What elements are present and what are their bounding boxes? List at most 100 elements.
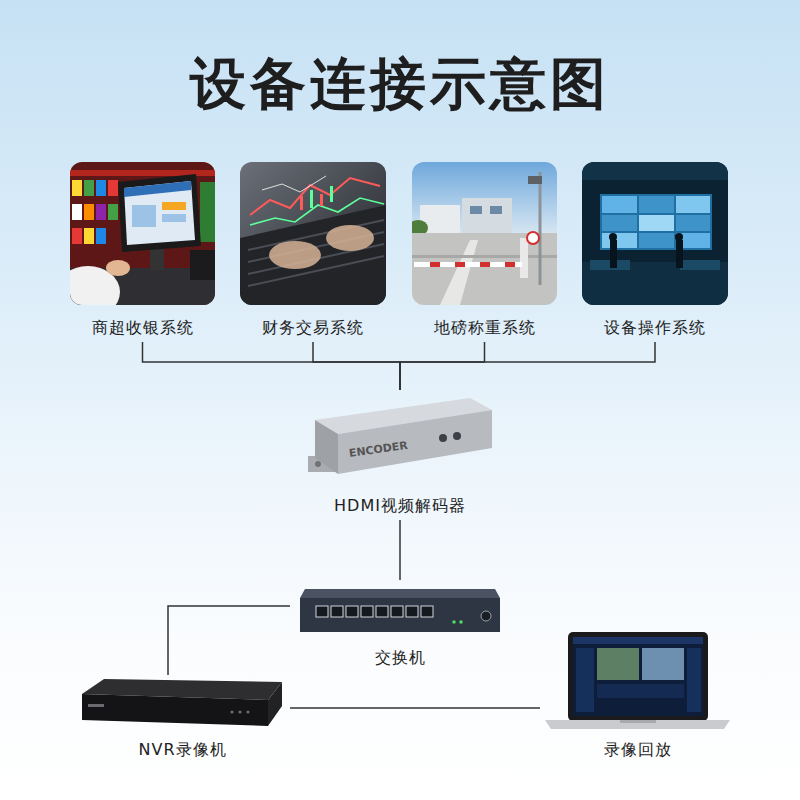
finance-photo — [310, 190, 313, 208]
finance-photo — [320, 194, 323, 206]
node-label: 录像回放 — [604, 740, 672, 764]
weighbridge-photo — [505, 262, 515, 267]
supermarket-photo — [108, 180, 118, 196]
supermarket-photo — [162, 214, 186, 222]
weighbridge-photo — [527, 232, 539, 244]
node-label: 财务交易系统 — [262, 318, 364, 342]
weighbridge-photo — [490, 206, 502, 214]
node-label: NVR录像机 — [138, 740, 226, 764]
finance-photo — [240, 162, 386, 305]
switch-device — [300, 598, 500, 632]
system-card: 商超收银系统 — [70, 162, 215, 342]
system-card: 地磅称重系统 — [412, 162, 557, 342]
weighbridge-photo — [470, 206, 482, 214]
laptop-playback — [597, 684, 684, 698]
weighbridge-photo — [455, 262, 465, 267]
weighbridge-photo — [412, 233, 557, 305]
switch-device — [331, 606, 343, 617]
weighbridge-photo — [539, 172, 542, 285]
node-label: 交换机 — [375, 648, 426, 672]
finance-photo — [240, 205, 386, 305]
control-room-photo — [676, 240, 683, 268]
laptop-playback — [545, 720, 730, 729]
nvr-device — [82, 694, 268, 726]
decoder-device — [439, 434, 447, 442]
weighbridge-photo — [528, 176, 542, 184]
finance-photo — [262, 176, 326, 192]
supermarket-photo — [96, 180, 106, 196]
control-room-photo — [609, 233, 617, 241]
connector-line — [290, 707, 540, 709]
switch-device — [481, 611, 491, 621]
supermarket-photo — [96, 228, 106, 244]
decoder-device — [315, 420, 338, 474]
switch-node: 交换机 — [290, 580, 510, 672]
nvr-device — [268, 682, 282, 726]
switch-device — [452, 620, 456, 624]
control-room-photo — [675, 233, 683, 241]
diagram-title: 设备连接示意图 — [0, 50, 800, 118]
supermarket-photo — [84, 228, 94, 244]
weighbridge-photo — [462, 198, 512, 233]
control-room-photo — [610, 240, 617, 268]
control-room-photo — [676, 196, 710, 213]
supermarket-photo — [84, 204, 94, 220]
control-room-photo — [676, 215, 710, 231]
laptop-playback — [573, 637, 703, 644]
supermarket-photo — [162, 202, 186, 210]
switch-device — [459, 620, 463, 624]
laptop-playback — [597, 648, 639, 680]
connector-line — [143, 342, 401, 390]
switch-device — [361, 606, 373, 617]
finance-photo — [300, 196, 303, 210]
finance-photo — [240, 162, 386, 305]
switch-device — [391, 606, 403, 617]
weighbridge-photo — [430, 262, 440, 267]
control-room-photo — [582, 162, 728, 305]
nvr-device — [82, 679, 282, 726]
weighbridge-photo — [412, 255, 557, 258]
supermarket-photo — [72, 180, 82, 196]
nvr-device — [246, 710, 249, 713]
node-label: 地磅称重系统 — [434, 318, 536, 342]
switch-device — [421, 606, 433, 617]
nvr-device — [230, 710, 233, 713]
node-label: HDMI视频解码器 — [334, 496, 466, 520]
supermarket-photo — [108, 204, 118, 220]
connector-line — [168, 606, 290, 675]
finance-photo — [250, 178, 380, 215]
weighbridge-photo — [414, 262, 522, 267]
switch-device — [376, 606, 388, 617]
switch-device — [316, 606, 328, 617]
laptop-playback — [620, 720, 656, 723]
control-room-photo — [639, 196, 674, 213]
laptop-playback — [545, 632, 730, 729]
finance-photo — [248, 220, 384, 250]
decoder-device — [315, 461, 321, 467]
control-room-photo — [639, 233, 674, 248]
connector-line — [400, 342, 485, 390]
supermarket-photo — [200, 182, 215, 242]
switch-device — [300, 589, 500, 632]
weighbridge-photo — [440, 240, 478, 305]
laptop-playback — [687, 648, 701, 712]
supermarket-photo — [70, 162, 215, 305]
supermarket-photo — [124, 181, 191, 197]
connector-line — [313, 342, 400, 390]
weighbridge-photo — [412, 162, 557, 237]
supermarket-photo — [132, 205, 156, 227]
node-label: 设备操作系统 — [604, 318, 706, 342]
decoder-device — [308, 398, 492, 474]
laptop-playback — [576, 648, 594, 712]
laptop-playback — [568, 632, 708, 721]
supermarket-photo — [124, 181, 195, 245]
switch-device — [346, 606, 358, 617]
supermarket-photo — [96, 204, 106, 220]
connector-line — [399, 520, 401, 580]
finance-photo — [269, 241, 321, 269]
decoder-node: HDMI视频解码器 — [300, 390, 500, 520]
supermarket-photo — [118, 174, 201, 252]
control-room-photo — [602, 233, 637, 248]
